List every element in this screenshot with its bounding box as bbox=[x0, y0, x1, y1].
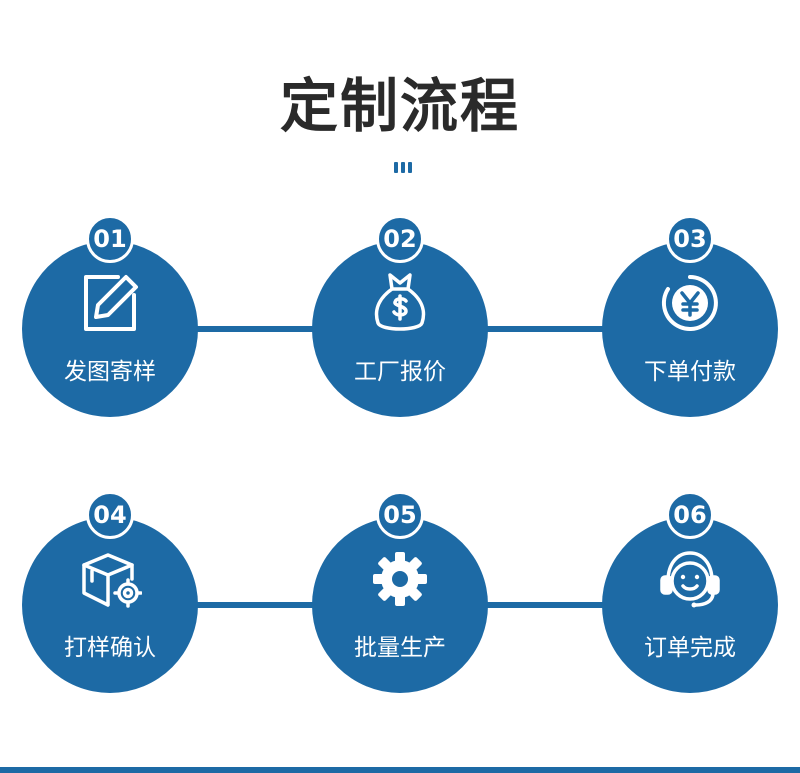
yen-coin-icon bbox=[658, 271, 722, 335]
gear-icon bbox=[368, 547, 432, 611]
step-label: 下单付款 bbox=[644, 359, 736, 385]
step-number-badge: 03 bbox=[666, 215, 714, 263]
step-03: 03 下单付款 bbox=[602, 215, 778, 417]
box-gear-icon bbox=[78, 547, 142, 611]
step-label: 发图寄样 bbox=[64, 359, 156, 385]
step-label: 工厂报价 bbox=[354, 359, 446, 385]
step-circle bbox=[22, 517, 198, 693]
step-04: 04 打样确认 bbox=[22, 491, 198, 693]
step-number-badge: 06 bbox=[666, 491, 714, 539]
step-number-badge: 02 bbox=[376, 215, 424, 263]
step-06: 06 订单完成 bbox=[602, 491, 778, 693]
page-title: 定制流程 bbox=[279, 72, 520, 140]
money-bag-icon bbox=[368, 271, 432, 335]
edit-icon bbox=[78, 271, 142, 335]
step-number-badge: 05 bbox=[376, 491, 424, 539]
step-number-badge: 04 bbox=[86, 491, 134, 539]
title-decoration bbox=[394, 162, 416, 174]
step-05: 05 批量生产 bbox=[312, 491, 488, 693]
step-circle bbox=[602, 517, 778, 693]
step-01: 01 发图寄样 bbox=[22, 215, 198, 417]
step-number-badge: 01 bbox=[86, 215, 134, 263]
step-label: 订单完成 bbox=[644, 635, 736, 661]
step-label: 打样确认 bbox=[64, 635, 156, 661]
bottom-divider bbox=[0, 767, 800, 773]
customer-service-icon bbox=[658, 547, 722, 611]
step-02: 02 工厂报价 bbox=[312, 215, 488, 417]
step-label: 批量生产 bbox=[354, 635, 446, 661]
